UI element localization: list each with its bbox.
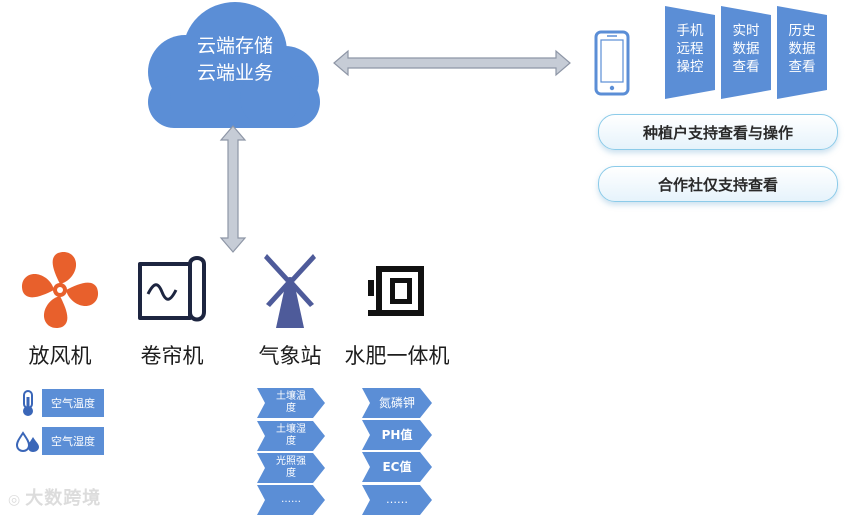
sensor-air-temperature: 空气温度 bbox=[42, 389, 104, 417]
feature-text-line: 远程 bbox=[676, 41, 704, 57]
windmill-icon bbox=[262, 252, 318, 330]
feature-text-line: 数据 bbox=[732, 41, 760, 57]
device-label-fertigation: 水肥一体机 bbox=[344, 344, 450, 368]
fertigation-item-ph: PH值 bbox=[362, 420, 432, 450]
tag-text: …… bbox=[386, 493, 408, 506]
fertigation-item-ec: EC值 bbox=[362, 452, 432, 482]
watermark-text: 大数跨境 bbox=[25, 488, 102, 509]
feature-text-line: 操控 bbox=[676, 59, 704, 75]
cloud-mobile-arrow bbox=[332, 48, 572, 78]
cloud-storage-node bbox=[140, 0, 330, 130]
feature-realtime-data: 实时 数据 查看 bbox=[721, 6, 771, 99]
weather-item-soil-humidity: 土壤湿 度 bbox=[257, 421, 325, 451]
feature-text-line: 数据 bbox=[788, 41, 816, 57]
feature-text-line: 查看 bbox=[788, 59, 816, 75]
tag-text: 氮磷钾 bbox=[378, 396, 415, 410]
tag-text-line: 土壤温 bbox=[276, 391, 306, 402]
device-label-curtain: 卷帘机 bbox=[140, 344, 204, 368]
tag-text-line: 度 bbox=[286, 403, 296, 414]
tag-text-line: 度 bbox=[286, 436, 296, 447]
feature-remote-control: 手机 远程 操控 bbox=[665, 6, 715, 99]
tag-text-line: 度 bbox=[286, 468, 296, 479]
weather-item-more: …… bbox=[257, 485, 325, 515]
sensor-air-humidity: 空气湿度 bbox=[42, 427, 104, 455]
tag-text-line: 土壤湿 bbox=[276, 424, 306, 435]
smartphone-icon bbox=[594, 30, 630, 96]
tag-text-line: 光照强 bbox=[276, 456, 306, 467]
feature-history-data: 历史 数据 查看 bbox=[777, 6, 827, 99]
feature-text-line: 实时 bbox=[732, 23, 760, 39]
thermometer-icon bbox=[15, 389, 41, 417]
cloud-label: 云端存储 云端业务 bbox=[165, 33, 305, 87]
cloud-icon bbox=[148, 2, 320, 128]
humidity-drops-icon bbox=[15, 427, 41, 455]
fan-icon bbox=[20, 250, 100, 330]
cloud-device-arrow bbox=[218, 124, 248, 254]
cloud-label-line2: 云端业务 bbox=[196, 62, 273, 84]
fertigation-item-more: …… bbox=[362, 485, 432, 515]
feature-text-line: 手机 bbox=[676, 23, 704, 39]
weather-item-soil-temperature: 土壤温 度 bbox=[257, 388, 325, 418]
watermark: ◎大数跨境 bbox=[8, 488, 102, 509]
cloud-label-line1: 云端存储 bbox=[196, 35, 273, 57]
role-grower-pill: 种植户支持查看与操作 bbox=[598, 114, 838, 150]
device-label-weather-station: 气象站 bbox=[258, 344, 322, 368]
device-label-fan: 放风机 bbox=[28, 344, 92, 368]
role-cooperative-pill: 合作社仅支持查看 bbox=[598, 166, 838, 202]
tag-text: PH值 bbox=[381, 428, 413, 442]
weather-item-light-intensity: 光照强 度 bbox=[257, 453, 325, 483]
tag-text-line: …… bbox=[281, 494, 301, 505]
fertigation-item-npk: 氮磷钾 bbox=[362, 388, 432, 418]
curtain-roller-icon bbox=[136, 254, 208, 324]
feature-text-line: 查看 bbox=[732, 59, 760, 75]
feature-text-line: 历史 bbox=[788, 23, 816, 39]
tag-text: EC值 bbox=[382, 460, 412, 474]
fertigation-machine-icon bbox=[368, 266, 424, 318]
